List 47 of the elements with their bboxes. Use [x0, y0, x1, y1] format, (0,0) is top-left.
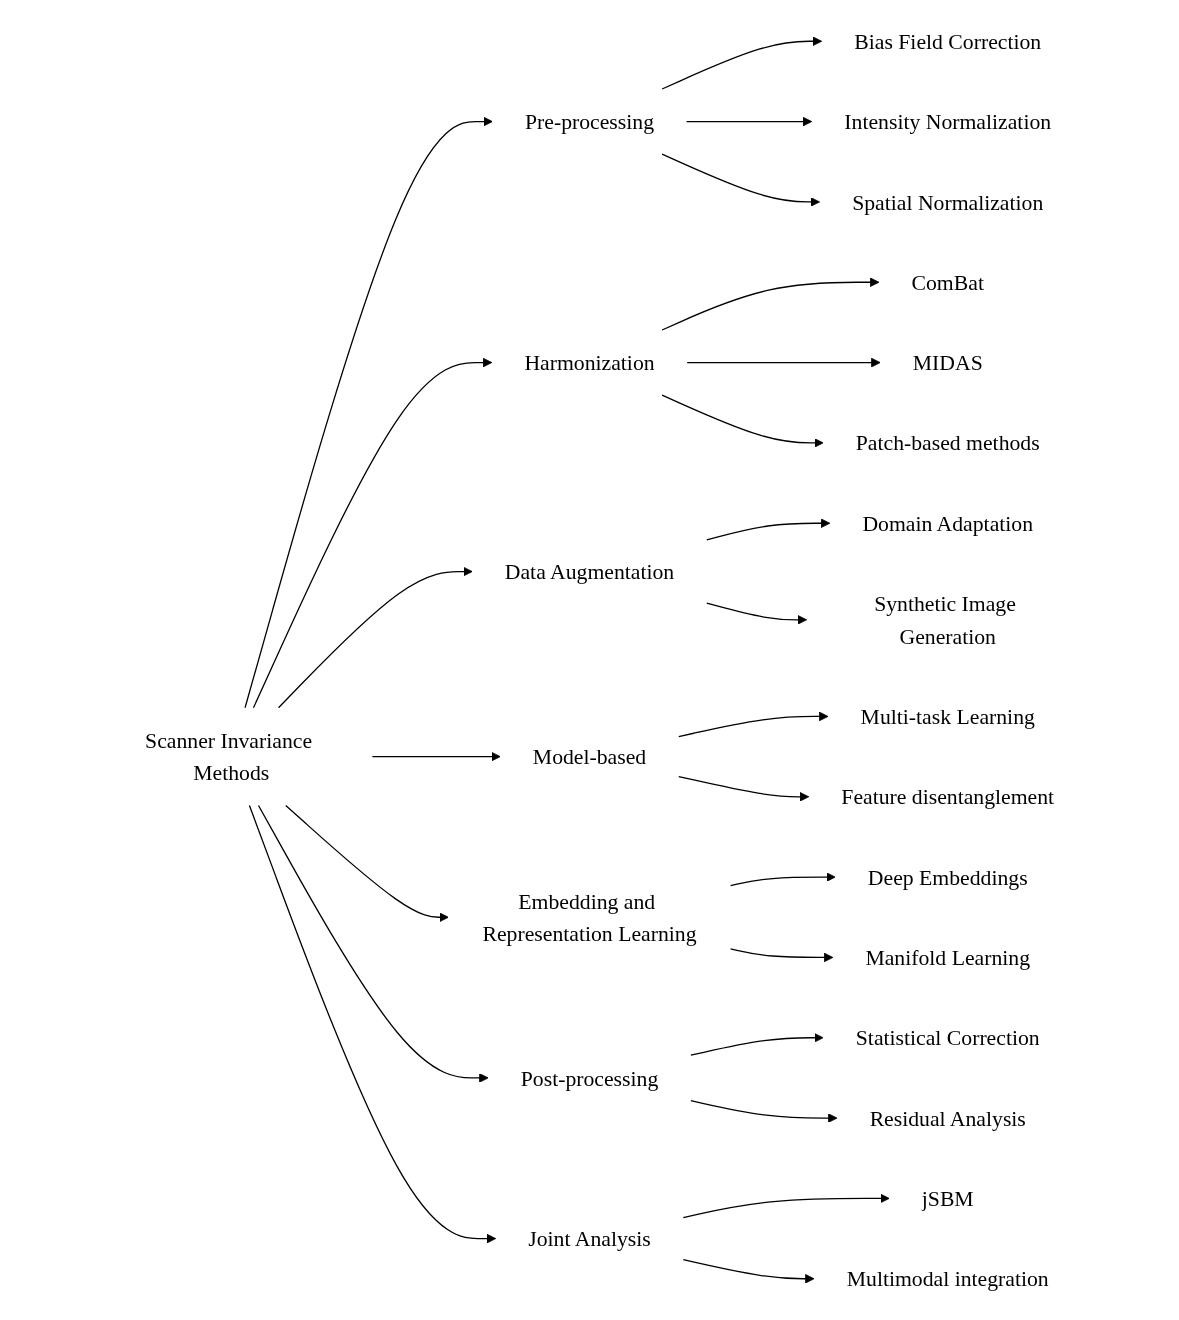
node-text: Post-processing	[520, 1065, 659, 1090]
node-text: Data Augmentation	[504, 559, 675, 584]
arrow	[682, 1258, 815, 1284]
arrow	[678, 775, 810, 802]
arrow	[661, 153, 820, 207]
arrow	[729, 948, 834, 963]
arrow	[285, 804, 449, 923]
node-text: Intensity Normalization	[844, 109, 1052, 134]
node-text: Domain Adaptation	[862, 511, 1034, 536]
node-text: Manifold Learning	[865, 945, 1031, 970]
arrow	[690, 1100, 838, 1123]
node-text: Patch-based methods	[855, 430, 1040, 455]
node-text: Harmonization	[524, 350, 655, 375]
node-text: MIDAS	[912, 350, 983, 375]
node-text: Feature disentanglement	[841, 784, 1055, 809]
node-text: Joint Analysis	[528, 1226, 651, 1251]
node-text: Pre-processing	[524, 109, 655, 134]
node-text: Embedding and Representation Learning	[482, 889, 697, 946]
arrow	[678, 711, 829, 738]
arrow	[706, 518, 831, 541]
node-text: Statistical Correction	[855, 1025, 1040, 1050]
node-text: jSBM	[921, 1186, 974, 1211]
arrow	[252, 357, 493, 709]
arrow	[661, 36, 823, 90]
arrow	[661, 277, 880, 331]
arrow	[690, 1033, 824, 1056]
node-text: ComBat	[911, 270, 984, 295]
node-text: Multi-task Learning	[860, 704, 1035, 729]
node-text: Spatial Normalization	[852, 189, 1044, 214]
arrow	[277, 566, 473, 709]
arrow	[729, 872, 836, 887]
arrow	[244, 116, 493, 709]
node-text: Synthetic Image Generation	[874, 591, 1016, 649]
node-text: Model-based	[532, 744, 647, 769]
node-text: Residual Analysis	[869, 1106, 1026, 1131]
arrow	[661, 394, 824, 448]
arrow	[682, 1193, 890, 1219]
node-text: Scanner Invariance Methods	[145, 728, 313, 785]
node-text: Bias Field Correction	[854, 29, 1042, 54]
arrow	[685, 116, 813, 127]
arrow	[248, 804, 497, 1244]
arrow	[371, 751, 501, 762]
arrow	[257, 804, 489, 1083]
arrow	[686, 357, 881, 368]
arrow	[706, 602, 808, 625]
node-text: Multimodal integration	[846, 1266, 1049, 1291]
node-text: Deep Embeddings	[867, 865, 1028, 890]
